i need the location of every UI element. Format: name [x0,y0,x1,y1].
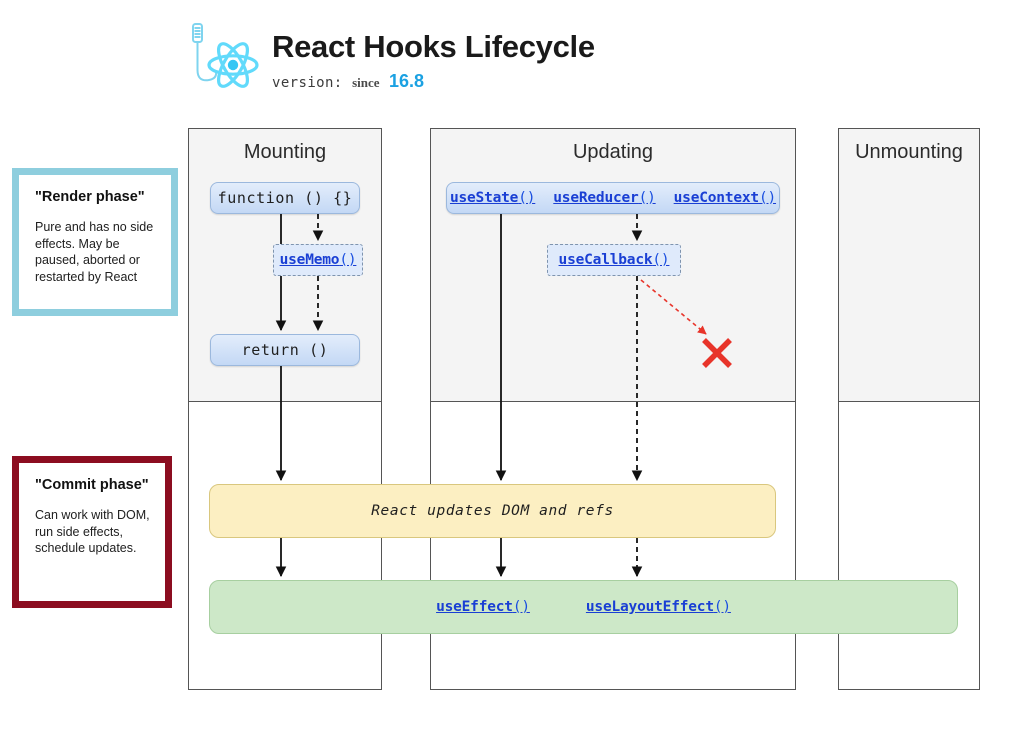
usecallback-link[interactable]: useCallback() [558,252,670,268]
column-heading-updating: Updating [572,141,654,163]
usereducer-link[interactable]: useReducer() [553,190,656,206]
react-atom-hook-icon [192,23,259,88]
node-state-hooks-group[interactable]: useState() useReducer() useContext() [446,182,780,214]
page-title: React Hooks Lifecycle [272,29,595,64]
node-usememo[interactable]: useMemo() [273,244,363,276]
version-number: 16.8 [389,71,425,91]
node-function-declaration[interactable]: function () {} [210,182,360,214]
commit-phase-callout: "Commit phase" Can work with DOM, run si… [12,456,172,608]
render-phase-description: Pure and has no side effects. May be pau… [35,220,154,284]
column-heading-mounting: Mounting [243,141,327,163]
red-x-marker [702,338,732,368]
commit-phase-title: "Commit phase" [35,477,149,493]
version-line: version: since 16.8 [272,72,595,92]
render-band-unmounting [839,129,979,402]
bar-dom-label: React updates DOM and refs [371,503,614,519]
column-heading-unmounting: Unmounting [855,141,963,163]
uselayouteffect-link[interactable]: useLayoutEffect() [585,599,731,615]
commit-phase-description: Can work with DOM, run side effects, sch… [35,508,150,555]
title-block: React Hooks Lifecycle version: since 16.… [272,28,595,92]
usecontext-link[interactable]: useContext() [673,190,777,206]
page-header: React Hooks Lifecycle version: since 16.… [0,0,1011,118]
useeffect-link[interactable]: useEffect() [436,599,530,615]
usestate-link[interactable]: useState() [449,190,536,206]
node-return[interactable]: return () [210,334,360,366]
version-label: version: [272,75,343,91]
render-phase-title: "Render phase" [35,189,145,205]
version-since: since [352,75,380,90]
usememo-link[interactable]: useMemo() [279,252,357,268]
bar-react-updates-dom: React updates DOM and refs [209,484,776,538]
bar-effect-hooks: useEffect() useLayoutEffect() [209,580,958,634]
render-phase-callout: "Render phase" Pure and has no side effe… [12,168,178,316]
node-usecallback[interactable]: useCallback() [547,244,681,276]
